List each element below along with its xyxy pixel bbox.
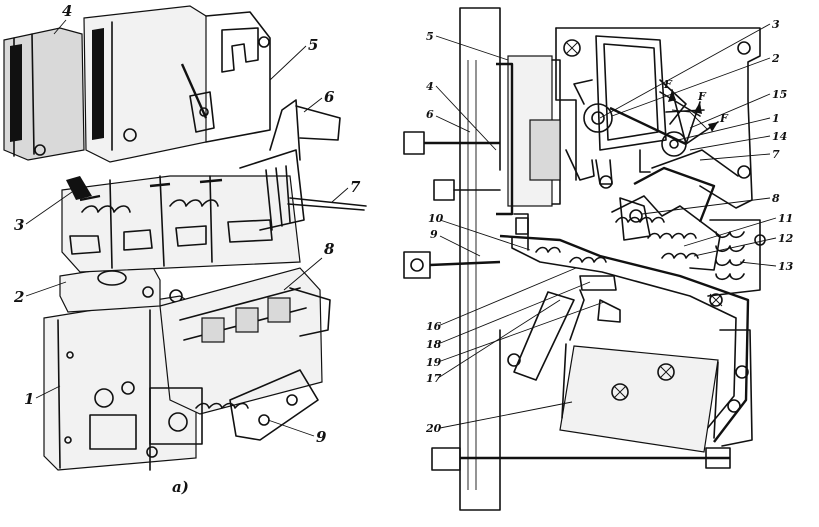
magnet-coil — [496, 55, 561, 216]
caption-a: а) — [172, 478, 189, 496]
force-label-2: F — [697, 90, 707, 103]
force-label-1: F — [663, 78, 673, 91]
arc-chute-rear — [3, 27, 85, 161]
label-7: 7 — [350, 178, 361, 196]
label-5: 5 — [308, 36, 318, 54]
arc-chamber — [559, 329, 753, 453]
label-9: 9 — [316, 428, 327, 446]
left-contactor-view: 1 2 3 4 5 6 7 8 9 а) — [3, 2, 367, 496]
label-r-12: 12 — [778, 232, 794, 245]
label-r-10: 10 — [428, 212, 444, 225]
label-r-14: 14 — [772, 130, 787, 143]
label-6: 6 — [324, 88, 335, 106]
label-r-17: 17 — [426, 372, 442, 385]
label-4: 4 — [62, 2, 72, 20]
label-r-13: 13 — [778, 260, 794, 273]
label-r-9: 9 — [430, 228, 438, 241]
label-1: 1 — [24, 390, 34, 408]
label-r-2: 2 — [771, 52, 780, 65]
right-view-labels: 1 2 3 4 5 6 7 8 9 10 11 12 13 1 — [425, 18, 794, 435]
label-r-19: 19 — [426, 356, 442, 369]
contact-spring — [81, 199, 219, 213]
label-r-20: 20 — [425, 422, 442, 435]
contact-block — [61, 99, 341, 273]
label-r-3: 3 — [772, 18, 780, 31]
label-r-15: 15 — [772, 88, 787, 101]
mounting-panel — [459, 7, 501, 511]
label-r-6: 6 — [426, 108, 434, 121]
arc-chute-front — [83, 5, 271, 163]
label-r-1: 1 — [772, 112, 780, 125]
right-contactor-view: F F F — [403, 7, 794, 511]
label-r-8: 8 — [772, 192, 780, 205]
lead-wire — [289, 197, 367, 207]
upper-frame — [555, 27, 761, 223]
terminal-bolts — [403, 131, 731, 471]
label-r-18: 18 — [426, 338, 442, 351]
label-r-5: 5 — [426, 30, 434, 43]
label-r-16: 16 — [426, 320, 442, 333]
auxiliary-contact-block — [149, 267, 331, 445]
label-3: 3 — [14, 216, 24, 234]
left-view-labels: 1 2 3 4 5 6 7 8 9 а) — [13, 2, 361, 496]
lead-wire-2 — [287, 203, 365, 211]
force-label-3: F — [719, 112, 729, 125]
label-r-7: 7 — [772, 148, 780, 161]
force-arrows: F F F — [663, 78, 729, 145]
label-8: 8 — [324, 240, 335, 258]
label-2: 2 — [13, 288, 24, 306]
label-r-4: 4 — [426, 80, 434, 93]
lower-bracket — [499, 213, 750, 443]
label-r-11: 11 — [778, 212, 793, 225]
